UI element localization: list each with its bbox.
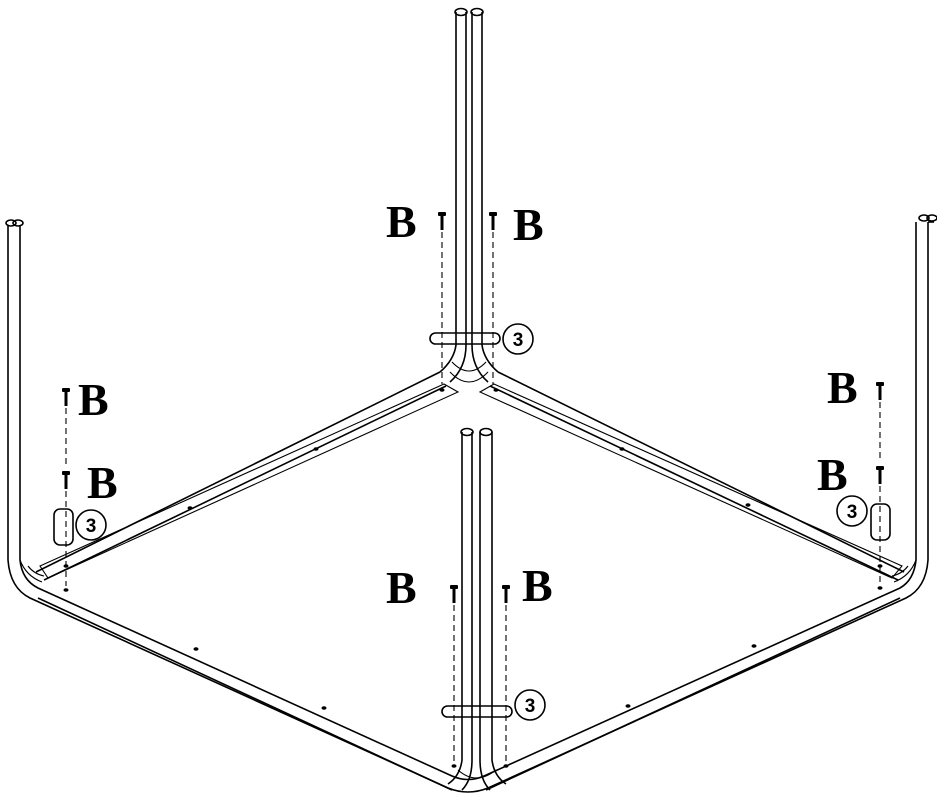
leg-cap-right-b xyxy=(926,214,937,222)
back-left-flat-bar xyxy=(39,383,460,579)
part-callout-front: 3 xyxy=(514,689,546,721)
back-post-left xyxy=(439,12,457,373)
back-post-right xyxy=(481,12,499,373)
label-b-front-right: B xyxy=(522,560,553,611)
front-post-mid-a xyxy=(461,432,473,791)
outer-tube-second-outer xyxy=(37,597,453,791)
outer-tube-outer-edge xyxy=(7,222,929,793)
back-right-rail-inner xyxy=(489,385,899,581)
leg-cap-right-a xyxy=(918,214,930,222)
right-corner-elbow xyxy=(891,559,917,583)
bracket-front xyxy=(441,705,513,718)
screw-left-top xyxy=(62,388,70,406)
screws xyxy=(62,212,884,762)
label-b-left-bottom: B xyxy=(87,457,118,508)
back-post-cap-a xyxy=(454,7,468,17)
leg-cap-left-a xyxy=(5,219,17,227)
label-b-back-left: B xyxy=(386,196,417,247)
part-number-right: 3 xyxy=(847,502,858,523)
screw-front-right xyxy=(502,585,510,603)
part-callout-left: 3 xyxy=(75,509,107,541)
front-post-cap-a xyxy=(460,427,474,437)
part-callout-back: 3 xyxy=(502,323,534,355)
front-post-cap-b xyxy=(479,427,493,437)
part-number-back: 3 xyxy=(513,330,524,351)
back-post-mid-b xyxy=(471,12,489,383)
back-right-rail-outer xyxy=(497,371,905,573)
screw-back-right xyxy=(489,212,497,230)
label-b-back-right: B xyxy=(513,199,544,250)
label-b-right-bottom: B xyxy=(817,449,848,500)
bracket-back xyxy=(429,332,501,345)
front-post-left xyxy=(447,432,463,785)
part-number-left: 3 xyxy=(86,516,97,537)
front-post-mid-b xyxy=(479,432,491,791)
screw-right-bottom xyxy=(876,466,884,484)
screw-left-bottom xyxy=(62,471,70,489)
part-number-front: 3 xyxy=(525,696,536,717)
brackets xyxy=(53,332,891,718)
front-post-right xyxy=(491,432,507,785)
part-callouts: 3 3 3 3 xyxy=(75,323,868,721)
part-callout-right: 3 xyxy=(836,495,868,527)
back-left-rail-outer xyxy=(35,371,441,573)
leg-cap-left-b xyxy=(12,219,24,227)
back-right-flat-bar xyxy=(478,383,903,579)
left-corner-elbow xyxy=(19,559,45,583)
frame-tubing xyxy=(5,7,937,793)
back-post-mid-a xyxy=(449,12,467,383)
bracket-left xyxy=(53,508,74,546)
label-b-front-left: B xyxy=(386,562,417,613)
outer-tube-second-right xyxy=(485,597,901,791)
screw-front-left xyxy=(450,585,458,603)
back-post-cap-b xyxy=(470,7,484,17)
outer-tube-inner-edge xyxy=(19,222,917,781)
label-b-right-top: B xyxy=(827,362,858,413)
screw-right-top xyxy=(876,382,884,400)
mounting-holes xyxy=(63,388,883,768)
label-b-left-top: B xyxy=(78,374,109,425)
screw-labels: B B B B B B B B xyxy=(78,196,858,613)
screw-back-left xyxy=(438,212,446,230)
back-left-rail-inner xyxy=(43,385,447,581)
